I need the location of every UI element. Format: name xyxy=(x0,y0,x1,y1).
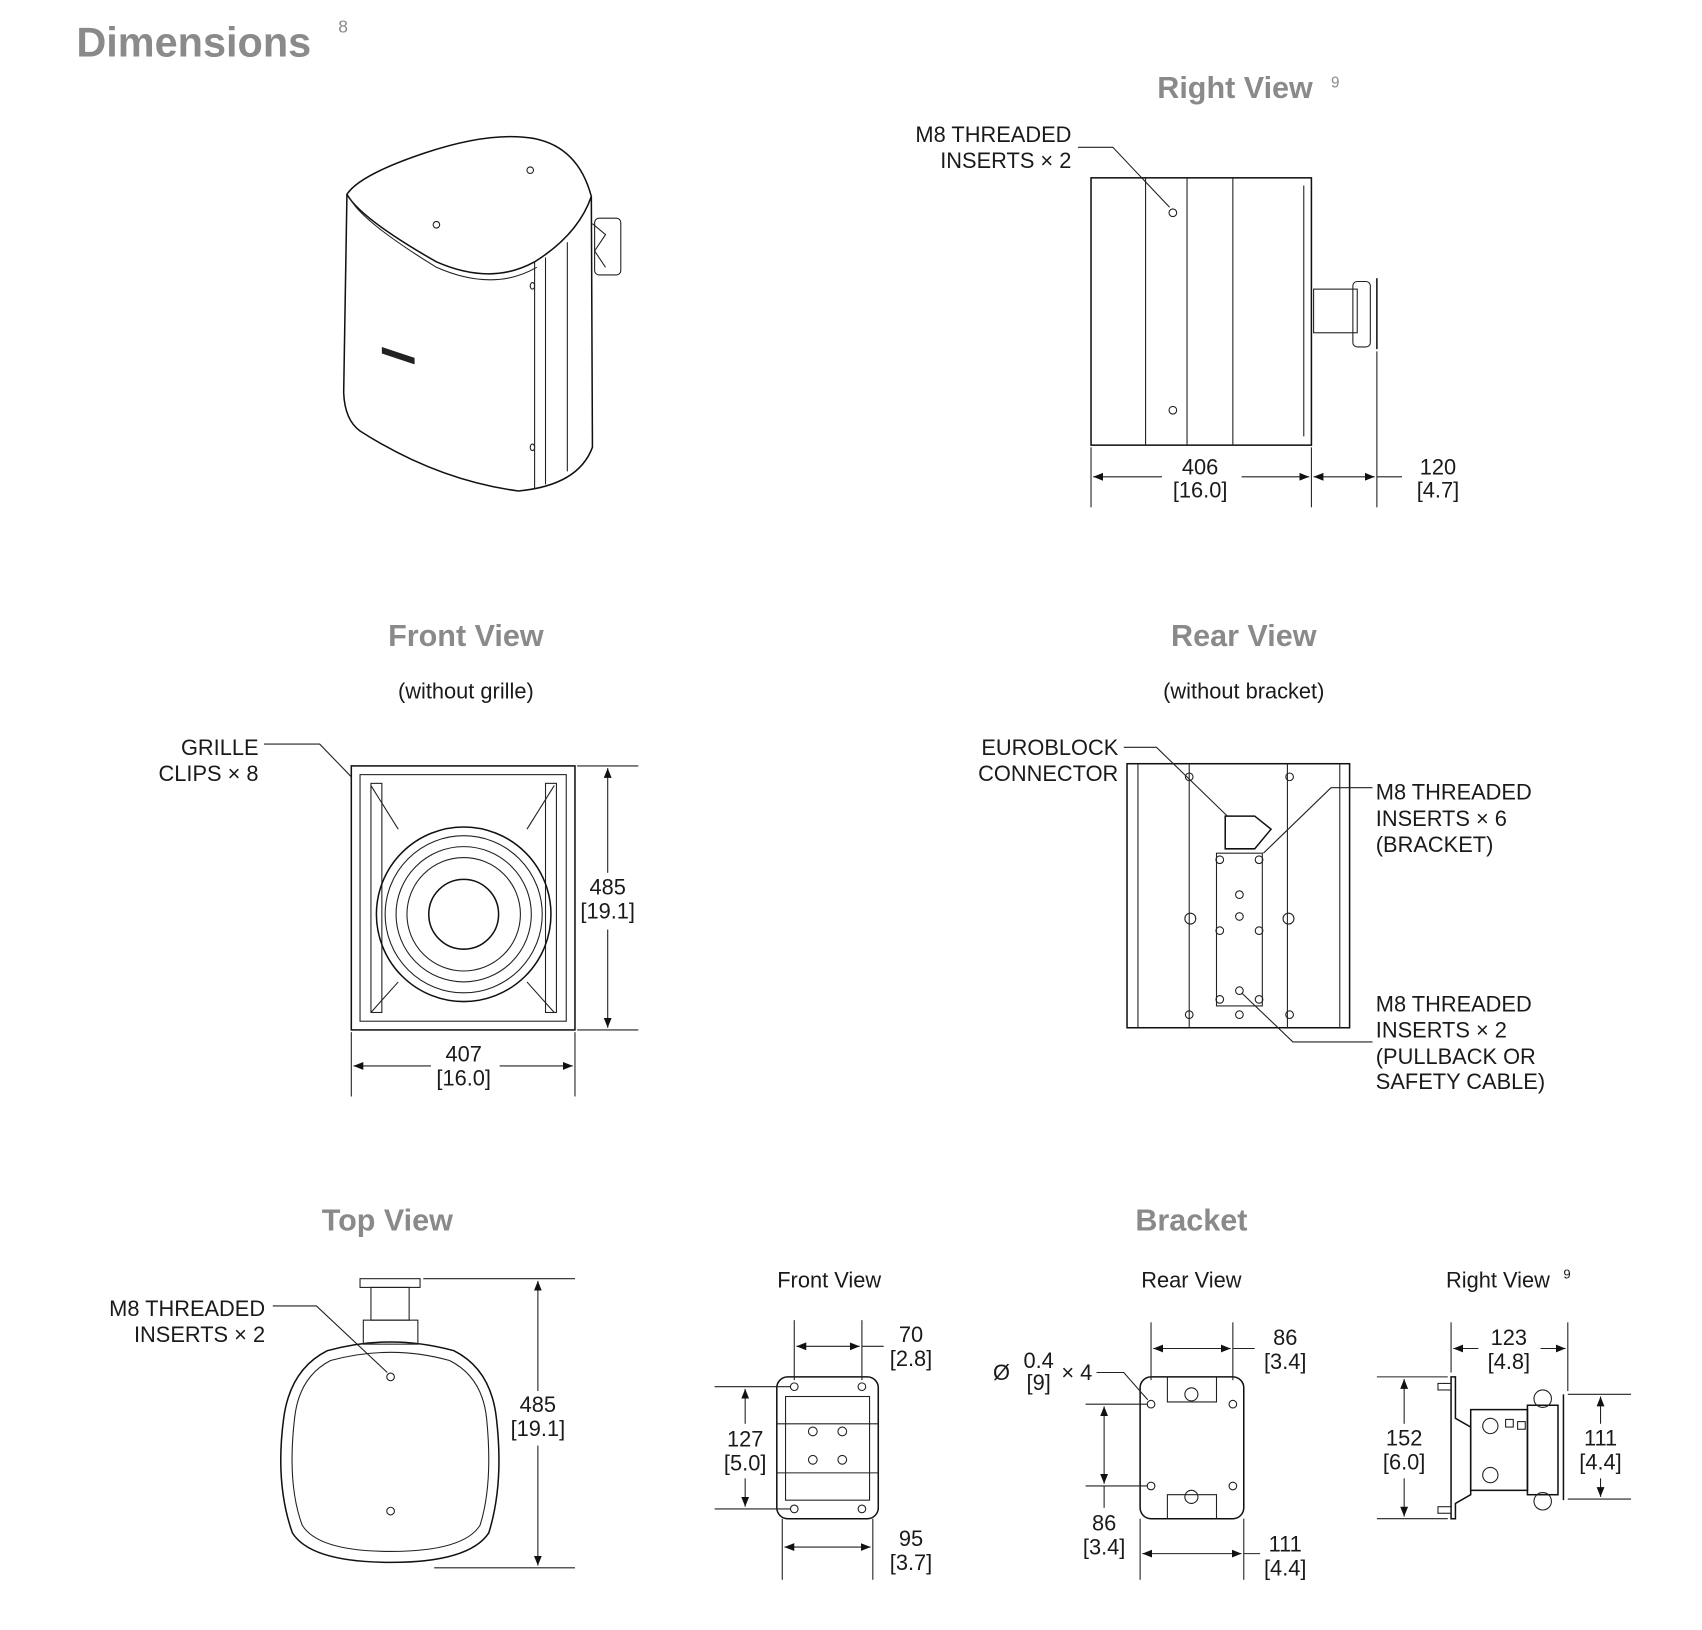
bracket-rear-bottom-in: [4.4] xyxy=(1264,1555,1306,1580)
bracket-hole-diameter-symbol: Ø xyxy=(993,1360,1010,1385)
front-view-callout-line1: GRILLE xyxy=(181,735,259,760)
bracket-rear-left-mm: 86 xyxy=(1092,1511,1116,1536)
right-view-title: Right View xyxy=(1157,71,1313,105)
bracket-front-left-mm: 127 xyxy=(727,1427,763,1452)
bracket-front-drawing xyxy=(714,1320,884,1580)
top-view-drawing xyxy=(272,1278,575,1569)
front-view-width-mm: 407 xyxy=(445,1042,481,1067)
right-view-drawing xyxy=(1077,146,1402,508)
bracket-right-drawing xyxy=(1376,1322,1632,1520)
front-view-height-mm: 485 xyxy=(589,875,625,900)
pullback-callout-line2: INSERTS × 2 xyxy=(1376,1018,1507,1043)
bracket-front-top-in: [2.8] xyxy=(890,1346,932,1371)
right-view-depth-in: [16.0] xyxy=(1173,478,1228,503)
top-view-depth-in: [19.1] xyxy=(511,1416,566,1441)
title-footnote: 8 xyxy=(338,17,348,37)
bracket-front-label: Front View xyxy=(777,1267,881,1292)
bracket-right-label: Right View xyxy=(1446,1267,1550,1292)
bracket-right-left-in: [6.0] xyxy=(1383,1450,1425,1475)
bracket-inserts-callout-line2: INSERTS × 6 xyxy=(1376,806,1507,831)
top-view-title: Top View xyxy=(322,1204,453,1238)
right-view-callout-line1: M8 THREADED xyxy=(915,122,1071,147)
bracket-right-top-in: [4.8] xyxy=(1488,1349,1530,1374)
isometric-speaker-drawing xyxy=(342,135,622,492)
front-view-width-in: [16.0] xyxy=(436,1066,491,1091)
bracket-right-footnote: 9 xyxy=(1563,1267,1570,1282)
bracket-front-left-in: [5.0] xyxy=(724,1451,766,1476)
bracket-hole-count: × 4 xyxy=(1061,1360,1092,1385)
pullback-callout-line1: M8 THREADED xyxy=(1376,991,1532,1016)
top-view-depth-mm: 485 xyxy=(520,1392,556,1417)
bracket-rear-drawing xyxy=(1085,1322,1261,1580)
bracket-rear-bottom-mm: 111 xyxy=(1269,1531,1302,1556)
front-view-drawing xyxy=(264,743,639,1097)
bracket-right-right-in: [4.4] xyxy=(1579,1450,1621,1475)
bracket-rear-top-in: [3.4] xyxy=(1264,1349,1306,1374)
pullback-callout-line4: SAFETY CABLE) xyxy=(1376,1069,1545,1094)
top-view-callout-line1: M8 THREADED xyxy=(109,1296,265,1321)
bracket-hole-diameter-in: 0.4 xyxy=(1023,1348,1053,1373)
right-view-bracket-depth-in: [4.7] xyxy=(1417,478,1459,503)
front-view-subtitle: (without grille) xyxy=(398,678,534,703)
front-view-height-in: [19.1] xyxy=(580,899,635,924)
page-title: Dimensions xyxy=(76,19,311,66)
front-view-title: Front View xyxy=(388,619,544,653)
bracket-right-top-mm: 123 xyxy=(1491,1325,1527,1350)
front-view-callout-line2: CLIPS × 8 xyxy=(159,761,259,786)
right-view-depth-mm: 406 xyxy=(1182,455,1218,480)
bracket-rear-top-mm: 86 xyxy=(1273,1325,1297,1350)
rear-view-subtitle: (without bracket) xyxy=(1163,678,1324,703)
bracket-front-bottom-mm: 95 xyxy=(899,1526,923,1551)
bracket-front-bottom-in: [3.7] xyxy=(890,1550,932,1575)
right-view-callout-line2: INSERTS × 2 xyxy=(940,148,1071,173)
bracket-front-top-mm: 70 xyxy=(899,1322,923,1347)
bracket-rear-left-in: [3.4] xyxy=(1083,1535,1125,1560)
bracket-hole-diameter-mm: [9] xyxy=(1027,1370,1051,1395)
euroblock-callout-line1: EUROBLOCK xyxy=(981,735,1118,760)
bracket-rear-label: Rear View xyxy=(1141,1267,1241,1292)
top-view-callout-line2: INSERTS × 2 xyxy=(134,1322,265,1347)
pullback-callout-line3: (PULLBACK OR xyxy=(1376,1044,1536,1069)
bracket-inserts-callout-line1: M8 THREADED xyxy=(1376,780,1532,805)
rear-view-title: Rear View xyxy=(1171,619,1317,653)
rear-view-drawing xyxy=(1123,746,1373,1043)
euroblock-callout-line2: CONNECTOR xyxy=(978,761,1118,786)
bracket-right-left-mm: 152 xyxy=(1386,1426,1422,1451)
right-view-bracket-depth-mm: 120 xyxy=(1420,455,1456,480)
bracket-inserts-callout-line3: (BRACKET) xyxy=(1376,832,1494,857)
bracket-right-right-mm: 111 xyxy=(1584,1426,1617,1451)
bracket-title: Bracket xyxy=(1135,1204,1247,1238)
right-view-footnote: 9 xyxy=(1331,74,1340,91)
